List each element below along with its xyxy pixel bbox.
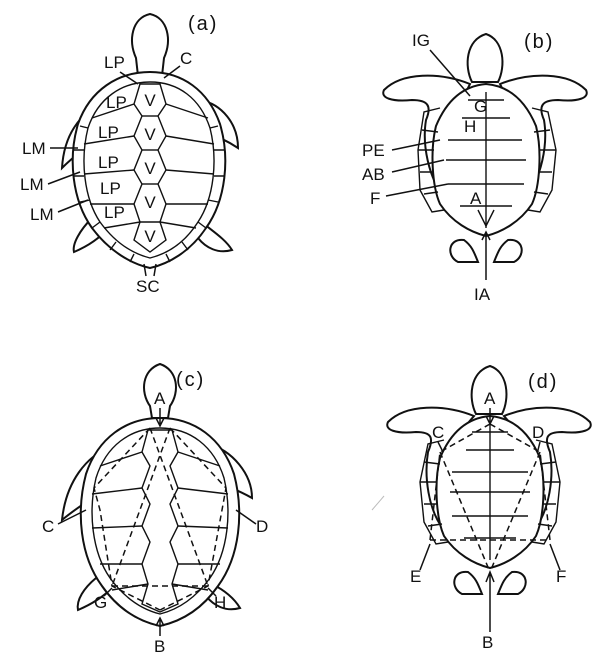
panel-a-label-lp-top: LP <box>104 53 125 72</box>
panel-a-label-lp2: LP <box>98 123 119 142</box>
panel-a-label-lp1: LP <box>106 93 127 112</box>
panel-b: (b) IG G H PE AB F A IA <box>362 31 587 304</box>
panel-a-label-v5: V <box>144 227 156 246</box>
panel-d-label-a: A <box>484 389 496 408</box>
panel-d-right-rear-flipper <box>498 572 526 594</box>
panel-c-label-a: A <box>154 389 166 408</box>
panel-c-label-b: B <box>154 637 165 656</box>
panel-c-title: (c) <box>176 369 205 391</box>
panel-a-label-lm3: LM <box>30 205 54 224</box>
panel-d-label-f: F <box>556 567 566 586</box>
panel-c: (c) A C D G H B <box>42 364 268 656</box>
panel-a-label-c: C <box>180 49 192 68</box>
panel-b-label-a: A <box>470 189 482 208</box>
panel-b-label-pe: PE <box>362 141 385 160</box>
panel-a-label-sc: SC <box>136 277 160 296</box>
panel-d-label-c: C <box>432 423 444 442</box>
panel-b-label-ab: AB <box>362 165 385 184</box>
panel-b-title: (b) <box>524 31 554 53</box>
panel-b-label-ig: IG <box>412 31 430 50</box>
panel-a-label-v2: V <box>144 125 156 144</box>
panel-c-label-c: C <box>42 517 54 536</box>
panel-a-label-v4: V <box>144 193 156 212</box>
panel-b-right-rear-flipper <box>494 240 522 262</box>
panel-a: (a) LP C LP LP LP LP LP V V V V V LM LM … <box>20 13 238 296</box>
panel-b-label-f: F <box>370 189 380 208</box>
panel-b-label-h: H <box>464 117 476 136</box>
panel-a-label-lp3: LP <box>98 153 119 172</box>
panel-a-label-v3: V <box>144 159 156 178</box>
panel-a-label-lm1: LM <box>22 139 46 158</box>
panel-b-head <box>468 34 503 82</box>
panel-a-head <box>132 14 168 76</box>
panel-c-label-d: D <box>256 517 268 536</box>
panel-b-label-ia: IA <box>474 285 491 304</box>
panel-c-label-g: G <box>94 593 107 612</box>
panel-a-label-lm2: LM <box>20 175 44 194</box>
panel-d-label-d: D <box>532 423 544 442</box>
panel-d-left-rear-flipper <box>454 572 482 594</box>
panel-d-label-b: B <box>482 633 493 652</box>
panel-b-left-rear-flipper <box>450 240 478 262</box>
panel-a-label-v1: V <box>144 91 156 110</box>
panel-a-label-lp5: LP <box>104 203 125 222</box>
panel-a-label-lp4: LP <box>100 179 121 198</box>
panel-d: (d) A C D E F B <box>372 366 591 652</box>
panel-b-label-g: G <box>474 97 487 116</box>
panel-a-title: (a) <box>188 13 218 35</box>
panel-d-title: (d) <box>528 371 558 393</box>
